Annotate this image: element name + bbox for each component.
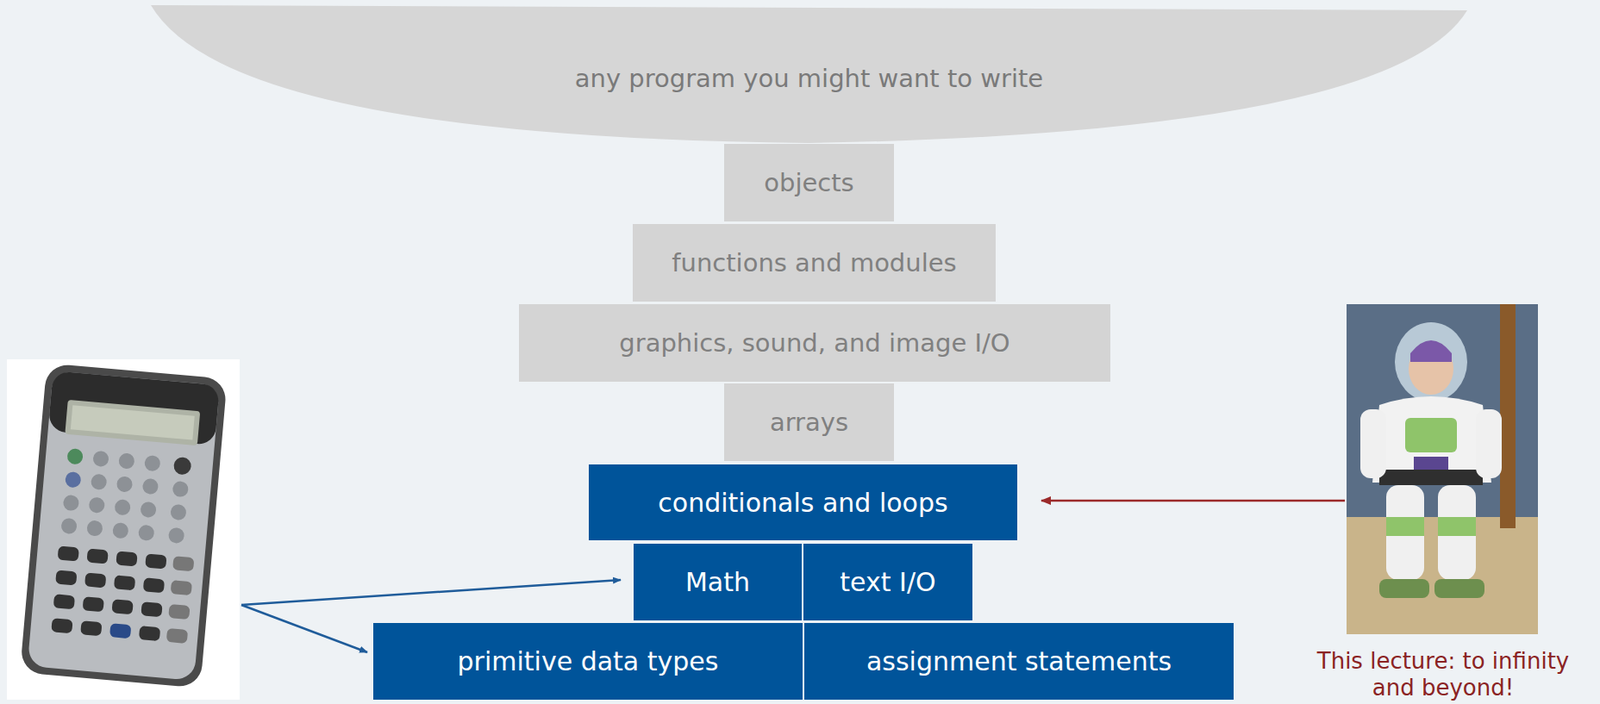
- layer-label: primitive data types: [457, 646, 719, 677]
- layer-box: text I/O: [803, 543, 973, 621]
- layer-label: objects: [763, 168, 854, 198]
- layer-label: text I/O: [839, 567, 936, 598]
- layer-box: functions and modules: [632, 224, 996, 302]
- layer-label: any program you might want to write: [575, 63, 1044, 94]
- layer-label: graphics, sound, and image I/O: [618, 328, 1010, 358]
- leader-arrow: [241, 580, 621, 606]
- layer-label: arrays: [769, 407, 849, 438]
- layer-box: arrays: [724, 383, 894, 462]
- calculator-picture: [6, 359, 240, 700]
- leader-arrow: [241, 605, 368, 653]
- leader-arrow: [1041, 500, 1345, 503]
- layer-label: assignment statements: [866, 646, 1172, 677]
- layer-box: conditionals and loops: [588, 464, 1018, 541]
- layer-box: Math: [633, 543, 802, 621]
- layer-box: primitive data types: [373, 623, 803, 700]
- layer-box: assignment statements: [804, 623, 1234, 700]
- layer-label: Math: [685, 567, 750, 598]
- layer-box: graphics, sound, and image I/O: [518, 304, 1111, 382]
- layer-label: functions and modules: [671, 248, 957, 278]
- layer-label: conditionals and loops: [657, 487, 948, 519]
- caption-note: This lecture: to infinity and beyond!: [1309, 648, 1577, 702]
- toy-figure-picture: [1346, 304, 1538, 635]
- layer-box: objects: [724, 143, 894, 222]
- program-space: any program you might want to write: [150, 3, 1468, 145]
